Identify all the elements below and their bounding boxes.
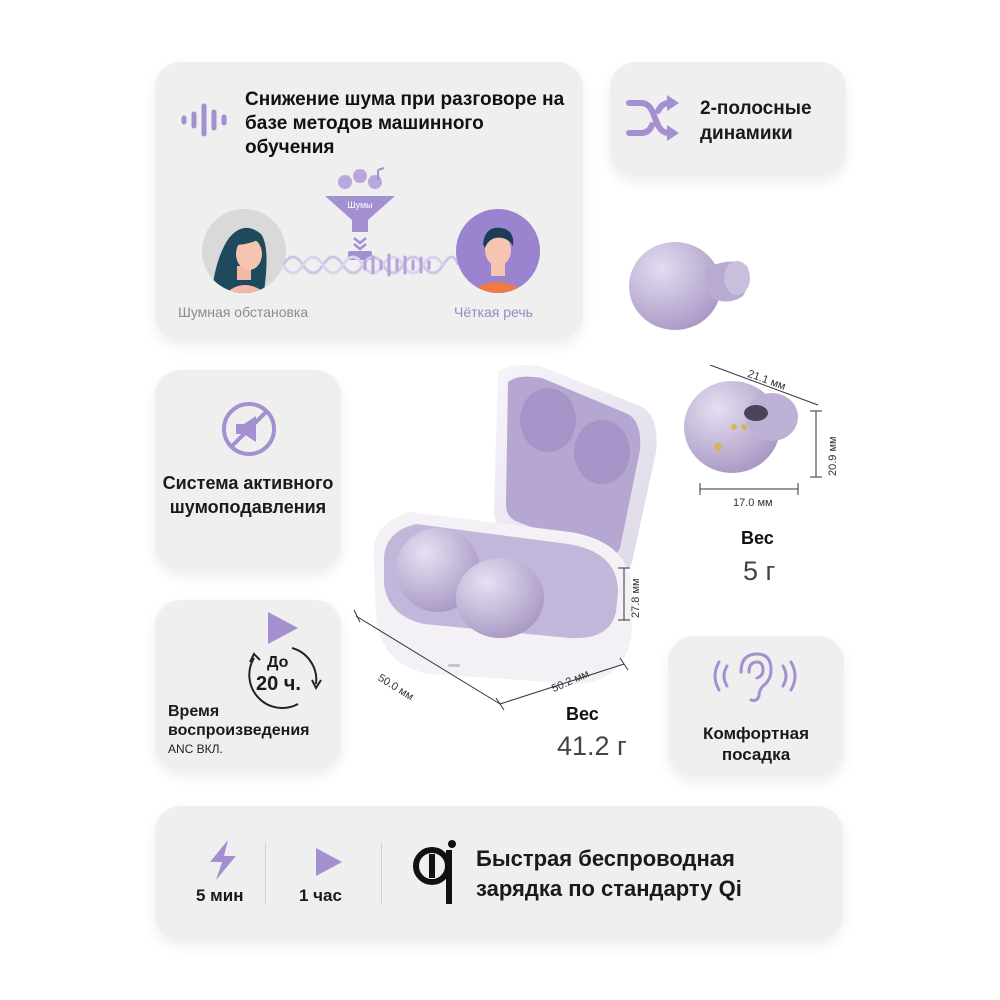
noise-funnel-illustration	[320, 162, 400, 262]
clear-speaker-avatar	[455, 208, 541, 294]
divider-2	[381, 843, 382, 905]
waveform-icon	[180, 102, 232, 138]
fit-title: Комфортная посадка	[702, 724, 810, 764]
shuffle-icon	[625, 95, 679, 141]
play-time: 1 час	[299, 886, 342, 905]
charging-case-image	[370, 362, 660, 702]
earbud-side-image	[680, 375, 830, 485]
playback-cycle-icon	[238, 640, 324, 712]
charging-title: Быстрая беспроводная зарядка по стандарт…	[476, 846, 742, 901]
earbud-side-dimension: 20.9 мм	[827, 436, 839, 476]
playback-note: ANC ВКЛ.	[168, 742, 223, 756]
case-weight-value: 41.2 г	[557, 731, 627, 761]
earbud-bottom-dimension: 17.0 мм	[733, 497, 773, 509]
earbud-weight-value: 5 г	[743, 556, 776, 586]
qi-logo	[410, 840, 460, 906]
speakers-title: 2-полосные динамики	[700, 98, 812, 144]
sound-wave	[283, 245, 458, 285]
ear-icon	[705, 648, 805, 704]
earbud-image	[625, 238, 755, 338]
noisy-speaker-avatar	[201, 208, 287, 294]
fit-card	[668, 636, 844, 776]
noisy-environment-caption: Шумная обстановка	[178, 304, 309, 320]
anc-title: Система активного шумоподавления	[162, 473, 334, 517]
ml-card-title: Снижение шума при разговоре на базе мето…	[245, 89, 565, 158]
speakers-card	[610, 62, 846, 176]
earbud-weight-label: Вес	[741, 528, 774, 548]
play-icon-small	[312, 846, 344, 878]
earbud-dimension-lines	[690, 365, 830, 500]
playback-card	[155, 600, 341, 770]
case-height-dimension: 27.8 мм	[630, 578, 642, 618]
playback-hours: 20 ч.	[256, 673, 301, 695]
playback-title: Время воспроизведения	[168, 703, 310, 739]
lightning-icon	[206, 840, 240, 880]
charge-time: 5 мин	[196, 886, 244, 905]
noise-label: Шумы	[347, 200, 373, 210]
muted-megaphone-icon	[220, 400, 278, 458]
play-icon	[262, 610, 302, 646]
case-dimension-lines	[350, 560, 650, 710]
divider-1	[265, 843, 266, 905]
charging-card	[155, 806, 843, 940]
playback-prefix: До	[267, 654, 289, 671]
clear-speech-caption: Чёткая речь	[454, 304, 533, 320]
case-weight-label: Вес	[566, 704, 599, 724]
